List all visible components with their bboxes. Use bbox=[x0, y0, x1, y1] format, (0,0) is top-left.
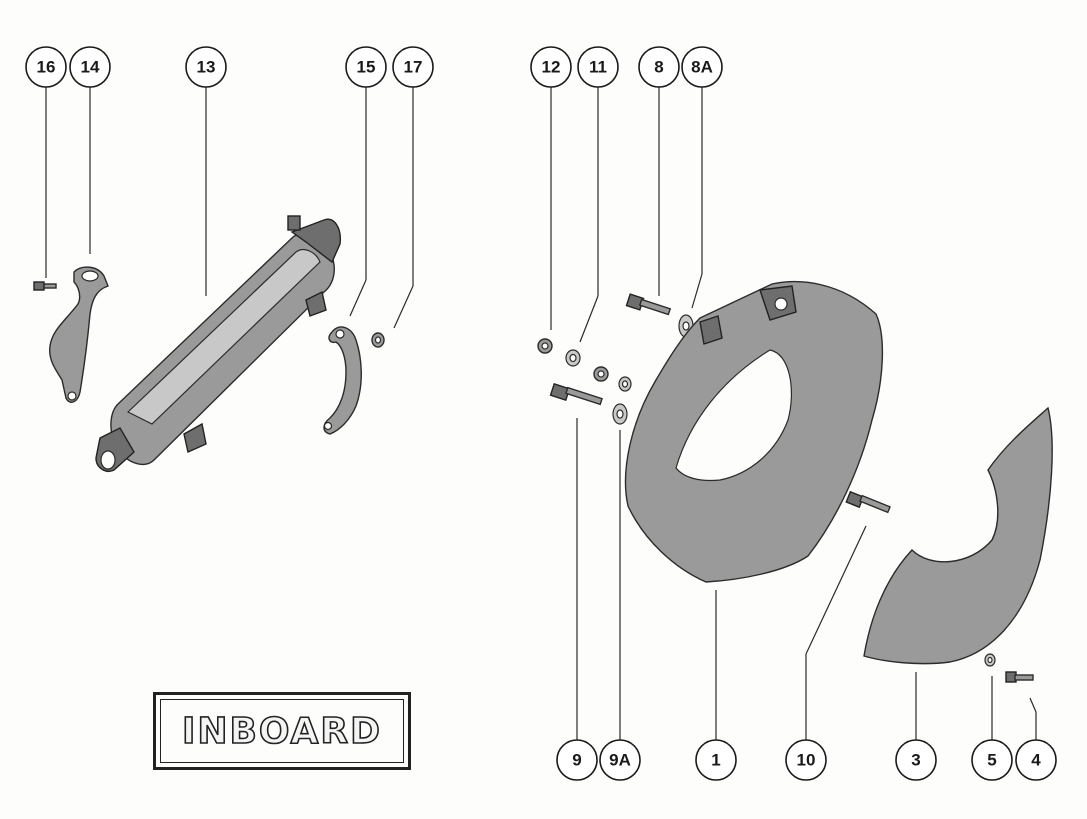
part-bolt-9 bbox=[549, 382, 603, 406]
part-nut-12 bbox=[537, 338, 553, 354]
svg-text:1: 1 bbox=[711, 751, 720, 770]
svg-text:15: 15 bbox=[357, 58, 376, 77]
part-screw-16 bbox=[33, 281, 57, 291]
svg-text:13: 13 bbox=[197, 58, 216, 77]
svg-text:8: 8 bbox=[654, 58, 663, 77]
part-washer-11 bbox=[565, 349, 581, 367]
svg-text:11: 11 bbox=[589, 58, 607, 77]
part-cylinder-13 bbox=[95, 215, 341, 472]
callout-9: 9 bbox=[556, 739, 598, 781]
callout-16: 16 bbox=[25, 46, 67, 88]
part-bolt-10 bbox=[845, 490, 891, 514]
part-housing-1 bbox=[624, 280, 884, 583]
leader-lines bbox=[45, 87, 1037, 740]
svg-text:9A: 9A bbox=[609, 751, 631, 770]
part-clamp-14 bbox=[48, 266, 109, 403]
svg-text:5: 5 bbox=[987, 751, 996, 770]
callout-3: 3 bbox=[895, 739, 937, 781]
part-cover-3 bbox=[863, 406, 1053, 665]
svg-text:10: 10 bbox=[797, 751, 816, 770]
callout-15: 15 bbox=[345, 46, 387, 88]
part-clamp-15 bbox=[323, 326, 362, 435]
inboard-label-box: INBOARD bbox=[153, 692, 411, 770]
callout-11: 11 bbox=[577, 46, 619, 88]
svg-text:17: 17 bbox=[404, 58, 423, 77]
callout-14: 14 bbox=[69, 46, 111, 88]
svg-text:16: 16 bbox=[37, 58, 56, 77]
svg-text:8A: 8A bbox=[691, 58, 713, 77]
callout-5: 5 bbox=[971, 739, 1013, 781]
part-hardware-row bbox=[593, 366, 632, 392]
svg-text:9: 9 bbox=[572, 751, 581, 770]
callout-13: 13 bbox=[185, 46, 227, 88]
callout-8a: 8A bbox=[681, 46, 723, 88]
callout-12: 12 bbox=[530, 46, 572, 88]
part-screw-4 bbox=[1005, 671, 1034, 683]
svg-text:12: 12 bbox=[542, 58, 561, 77]
callout-10: 10 bbox=[785, 739, 827, 781]
callout-1: 1 bbox=[695, 739, 737, 781]
part-washer-9a bbox=[612, 403, 628, 425]
svg-text:14: 14 bbox=[81, 58, 100, 77]
svg-text:4: 4 bbox=[1031, 751, 1041, 770]
svg-text:3: 3 bbox=[911, 751, 920, 770]
callout-9a: 9A bbox=[599, 739, 641, 781]
callout-17: 17 bbox=[392, 46, 434, 88]
part-nut-17 bbox=[371, 332, 385, 348]
part-bolt-8 bbox=[625, 293, 672, 316]
callout-4: 4 bbox=[1015, 739, 1057, 781]
part-washer-5 bbox=[984, 653, 996, 667]
callout-8: 8 bbox=[638, 46, 680, 88]
inboard-label-text: INBOARD bbox=[160, 699, 404, 763]
